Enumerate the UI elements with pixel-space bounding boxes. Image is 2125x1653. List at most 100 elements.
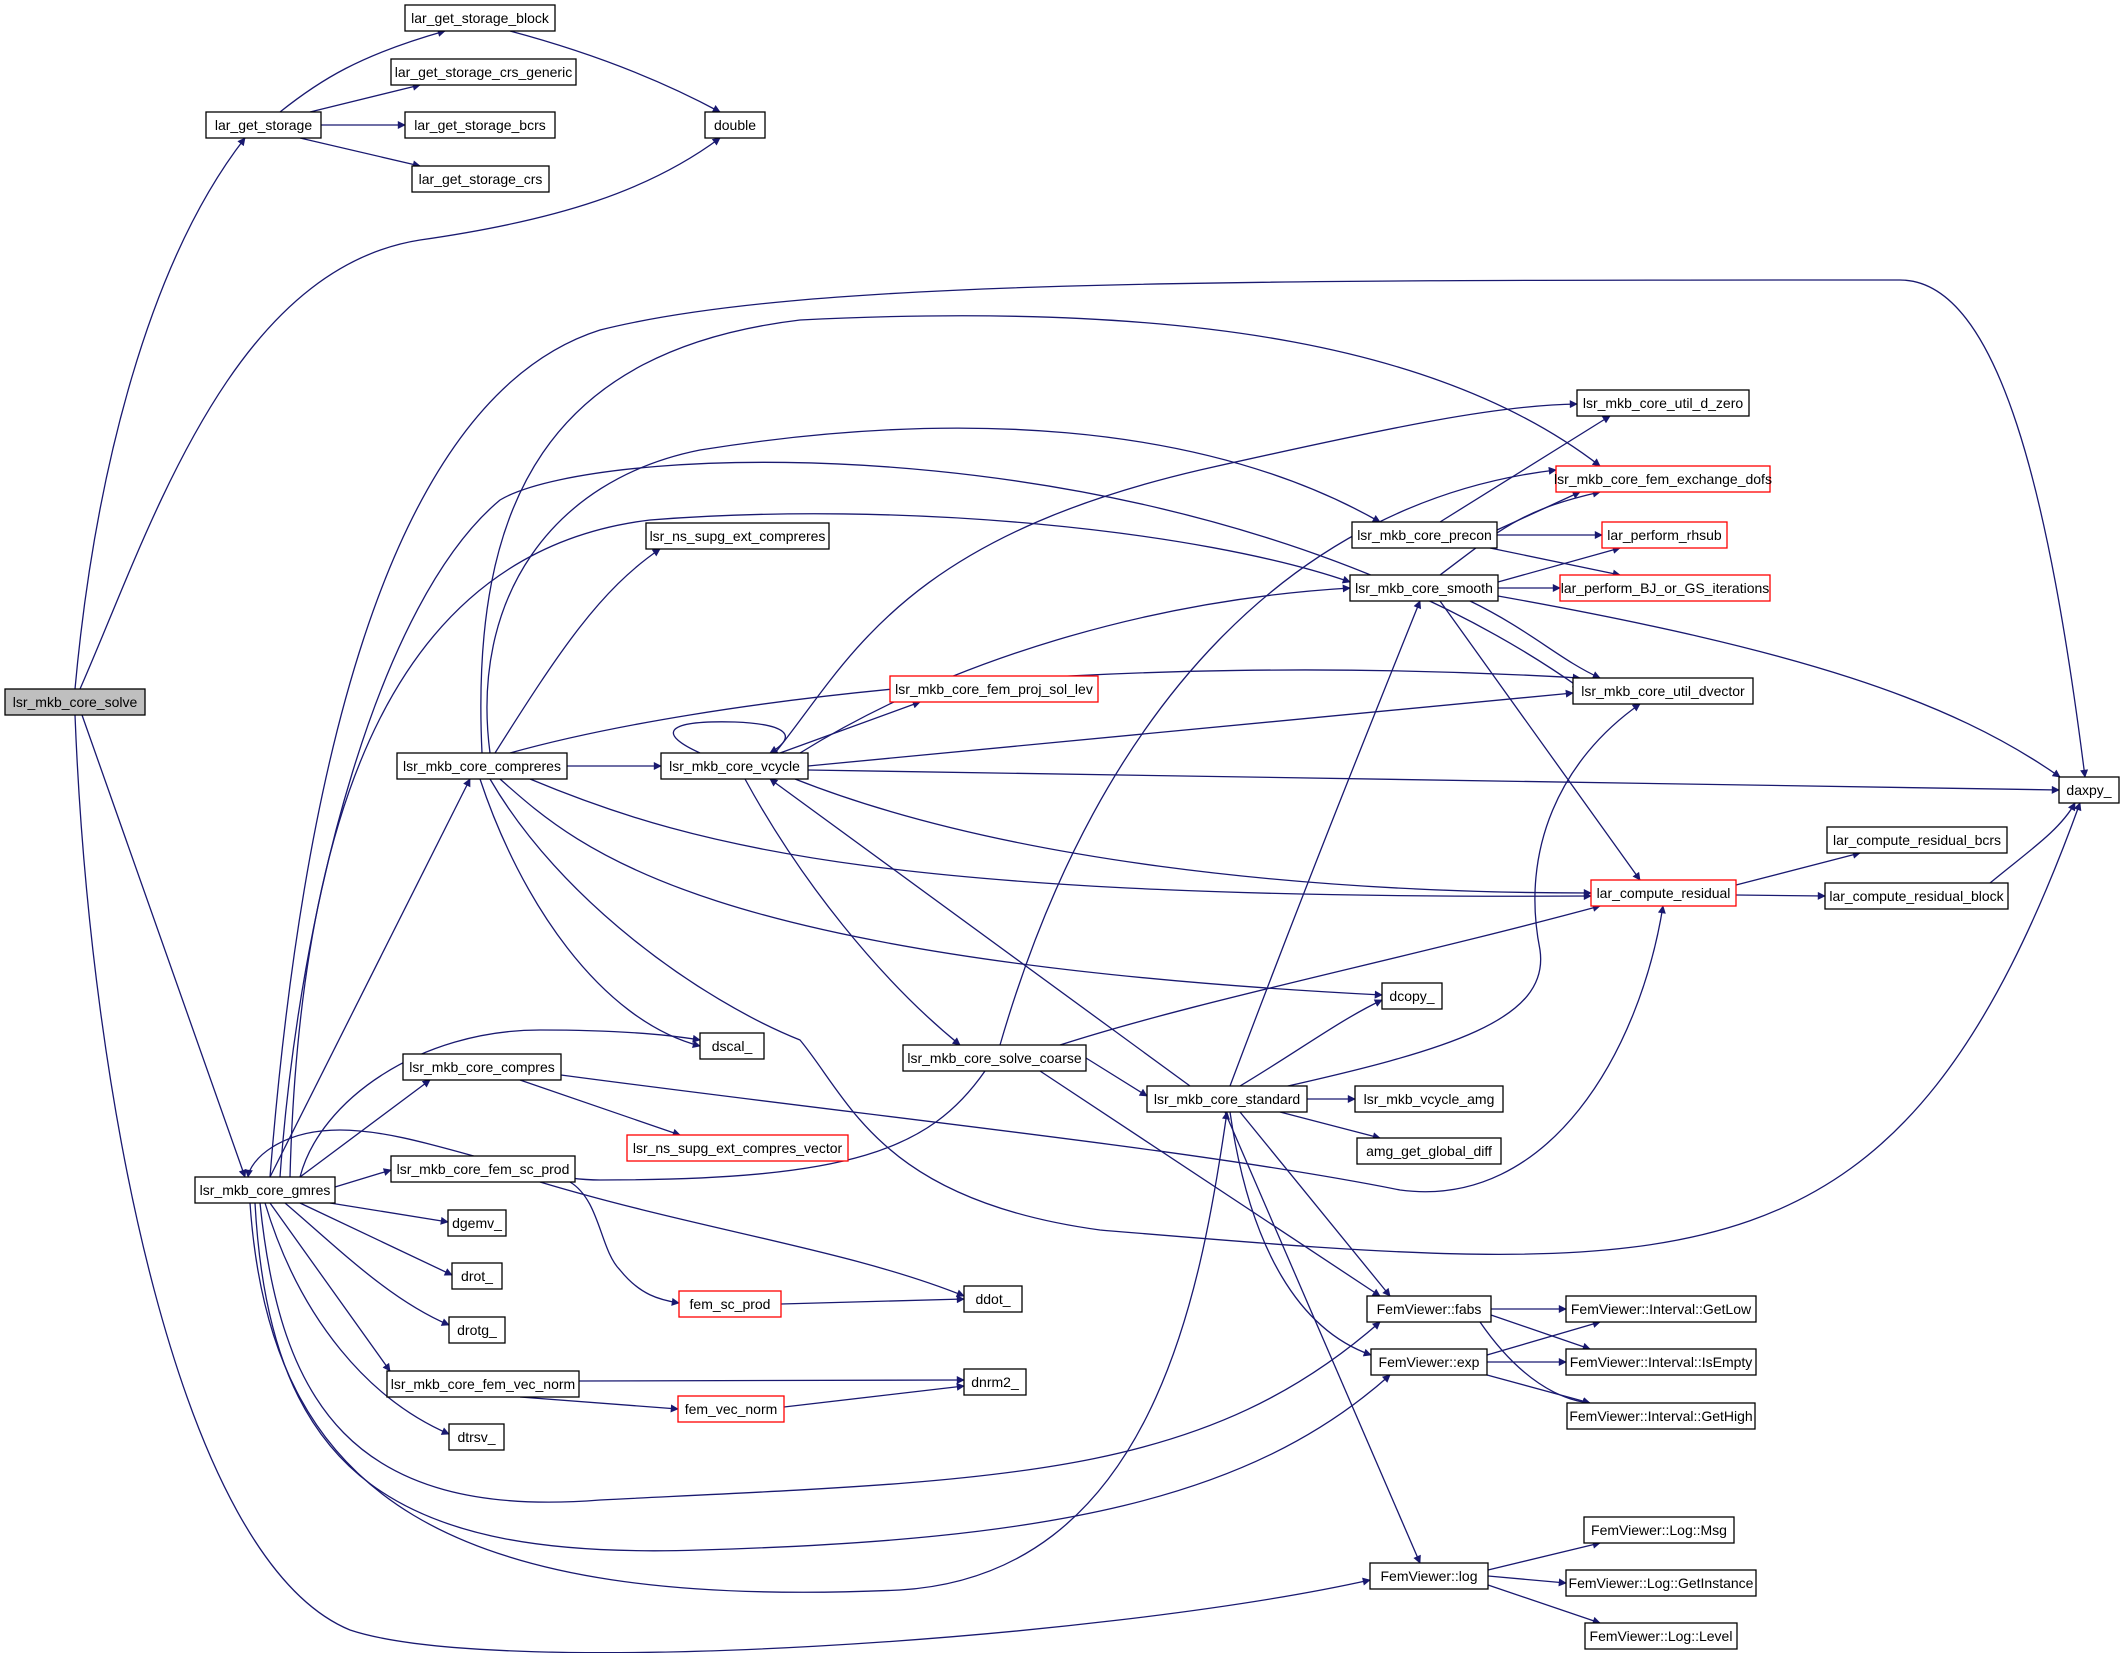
graph-node-getlow[interactable]: FemViewer::Interval::GetLow: [1565, 1295, 1757, 1323]
graph-node-residual-block[interactable]: lar_compute_residual_block: [1824, 882, 2009, 910]
graph-node-fem-sc-prod[interactable]: fem_sc_prod: [678, 1290, 782, 1318]
graph-node-dscal[interactable]: dscal_: [699, 1032, 765, 1060]
node-label: amg_get_global_diff: [1366, 1143, 1492, 1159]
node-box: [1584, 1622, 1738, 1650]
graph-node-residual-bcrs[interactable]: lar_compute_residual_bcrs: [1826, 826, 2008, 854]
call-edge-solve-to-log: [74, 714, 1371, 1653]
graph-node-gs-crs[interactable]: lar_get_storage_crs: [411, 165, 550, 193]
node-label: FemViewer::Log::Level: [1590, 1628, 1733, 1644]
graph-node-gs-crs-generic[interactable]: lar_get_storage_crs_generic: [390, 58, 577, 86]
graph-node-precon[interactable]: lsr_mkb_core_precon: [1351, 521, 1498, 549]
node-box: [4, 688, 146, 716]
call-edge-residual-block-to-daxpy: [1989, 802, 2076, 884]
call-edge-precon-to-bj-gs: [1489, 547, 1621, 578]
call-edge-gmres-to-drot: [299, 1202, 453, 1276]
graph-node-drotg[interactable]: drotg_: [448, 1316, 506, 1344]
graph-node-exchange-dofs[interactable]: lsr_mkb_core_fem_exchange_dofs: [1554, 465, 1772, 493]
graph-node-dvector[interactable]: lsr_mkb_core_util_dvector: [1572, 677, 1754, 705]
graph-node-daxpy[interactable]: daxpy_: [2058, 776, 2120, 804]
call-edge-gmres-to-daxpy: [269, 279, 2089, 1178]
graph-node-drot[interactable]: drot_: [451, 1262, 503, 1290]
graph-node-ns-supg-compreres[interactable]: lsr_ns_supg_ext_compreres: [645, 522, 830, 550]
graph-node-solve-coarse[interactable]: lsr_mkb_core_solve_coarse: [902, 1044, 1087, 1072]
node-label: lsr_mkb_core_vcycle: [669, 758, 800, 774]
graph-node-gmres[interactable]: lsr_mkb_core_gmres: [194, 1176, 336, 1204]
call-edge-compreres-to-dcopy: [499, 778, 1383, 999]
graph-node-gs-block[interactable]: lar_get_storage_block: [404, 4, 556, 32]
graph-node-bj-gs[interactable]: lar_perform_BJ_or_GS_iterations: [1559, 574, 1771, 602]
call-edge-exp-to-getlow: [1486, 1320, 1601, 1356]
graph-node-fabs[interactable]: FemViewer::fabs: [1366, 1295, 1492, 1323]
call-edge-fabs-to-isempty: [1490, 1314, 1591, 1351]
call-edge-gmres-to-dscal: [299, 1029, 701, 1178]
node-label: lar_get_storage_block: [411, 10, 550, 26]
call-edge-gmres-to-dgemv: [329, 1202, 449, 1225]
call-edge-solve-to-double: [79, 137, 721, 690]
graph-node-ddot[interactable]: ddot_: [963, 1285, 1023, 1313]
graph-node-standard[interactable]: lsr_mkb_core_standard: [1146, 1085, 1308, 1113]
graph-node-vec-norm[interactable]: lsr_mkb_core_fem_vec_norm: [386, 1370, 580, 1398]
node-box: [448, 1316, 506, 1344]
node-box: [1369, 1562, 1489, 1590]
call-edge-compreres-to-dscal: [479, 778, 701, 1049]
call-edge-compreres-to-ns-supg-compreres: [494, 548, 661, 754]
graph-node-dgemv[interactable]: dgemv_: [447, 1209, 507, 1237]
node-label: dscal_: [712, 1038, 753, 1054]
graph-node-dtrsv[interactable]: dtrsv_: [448, 1423, 505, 1451]
graph-node-d-zero[interactable]: lsr_mkb_core_util_d_zero: [1576, 389, 1750, 417]
graph-node-compres[interactable]: lsr_mkb_core_compres: [402, 1053, 562, 1081]
graph-node-log-level[interactable]: FemViewer::Log::Level: [1584, 1622, 1738, 1650]
graph-node-double[interactable]: double: [704, 111, 766, 139]
call-edge-smooth-to-daxpy: [1497, 595, 2061, 778]
node-label: FemViewer::Interval::GetHigh: [1569, 1408, 1752, 1424]
node-label: lsr_ns_supg_ext_compreres: [650, 528, 826, 544]
graph-node-ns-supg-compres-vec[interactable]: lsr_ns_supg_ext_compres_vector: [626, 1134, 849, 1162]
graph-node-dcopy[interactable]: dcopy_: [1381, 982, 1443, 1010]
call-edge-standard-to-fabs: [1239, 1111, 1391, 1297]
call-edge-gmres-to-standard: [249, 1111, 1230, 1593]
node-box: [1370, 1348, 1488, 1376]
call-edge-standard-to-exp: [1229, 1111, 1372, 1357]
node-box: [448, 1423, 505, 1451]
node-box: [402, 1053, 562, 1081]
graph-node-amg-global-diff[interactable]: amg_get_global_diff: [1356, 1137, 1502, 1165]
graph-node-log[interactable]: FemViewer::log: [1369, 1562, 1489, 1590]
graph-node-compute-residual[interactable]: lar_compute_residual: [1590, 879, 1737, 907]
node-label: lar_compute_residual_block: [1829, 888, 2004, 904]
call-edge-standard-to-dcopy: [1239, 999, 1383, 1087]
graph-node-smooth[interactable]: lsr_mkb_core_smooth: [1349, 574, 1499, 602]
node-box: [1354, 1085, 1504, 1113]
graph-node-gethigh[interactable]: FemViewer::Interval::GetHigh: [1566, 1402, 1756, 1430]
graph-node-gs-bcrs[interactable]: lar_get_storage_bcrs: [404, 111, 556, 139]
node-label: lsr_mkb_core_solve: [13, 694, 138, 710]
node-box: [1555, 465, 1771, 493]
node-label: fem_vec_norm: [685, 1401, 778, 1417]
call-edge-compute-residual-to-residual-block: [1735, 891, 1826, 900]
call-edge-precon-to-d-zero: [1439, 415, 1611, 523]
call-edge-compreres-to-compute-residual: [529, 778, 1592, 901]
call-edge-solve-coarse-to-standard: [1085, 1057, 1148, 1097]
graph-node-exp[interactable]: FemViewer::exp: [1370, 1348, 1488, 1376]
graph-node-proj-sol-lev[interactable]: lsr_mkb_core_fem_proj_sol_lev: [889, 675, 1099, 703]
graph-node-sc-prod[interactable]: lsr_mkb_core_fem_sc_prod: [390, 1155, 576, 1183]
graph-node-vcycle[interactable]: lsr_mkb_core_vcycle: [660, 752, 809, 780]
node-label: lar_get_storage_crs_generic: [395, 64, 572, 80]
node-label: FemViewer::Log::Msg: [1591, 1522, 1727, 1538]
graph-node-log-msg[interactable]: FemViewer::Log::Msg: [1583, 1516, 1735, 1544]
call-edge-solve-coarse-to-fabs: [1039, 1070, 1381, 1297]
graph-node-compreres[interactable]: lsr_mkb_core_compreres: [396, 752, 568, 780]
node-box: [1601, 521, 1728, 549]
node-label: lsr_mkb_core_fem_exchange_dofs: [1554, 471, 1772, 487]
graph-node-get-storage[interactable]: lar_get_storage: [205, 111, 322, 139]
graph-node-vcycle-amg[interactable]: lsr_mkb_vcycle_amg: [1354, 1085, 1504, 1113]
graph-node-dnrm2[interactable]: dnrm2_: [963, 1368, 1027, 1396]
call-edge-gmres-to-drotg: [284, 1202, 450, 1326]
graph-node-fem-vec-norm[interactable]: fem_vec_norm: [677, 1395, 785, 1423]
graph-node-isempty[interactable]: FemViewer::Interval::IsEmpty: [1565, 1348, 1757, 1376]
graph-node-log-getinstance[interactable]: FemViewer::Log::GetInstance: [1565, 1569, 1757, 1597]
node-label: lsr_mkb_core_precon: [1357, 527, 1492, 543]
node-box: [194, 1176, 336, 1204]
graph-node-rhsub[interactable]: lar_perform_rhsub: [1601, 521, 1728, 549]
node-box: [1351, 521, 1498, 549]
